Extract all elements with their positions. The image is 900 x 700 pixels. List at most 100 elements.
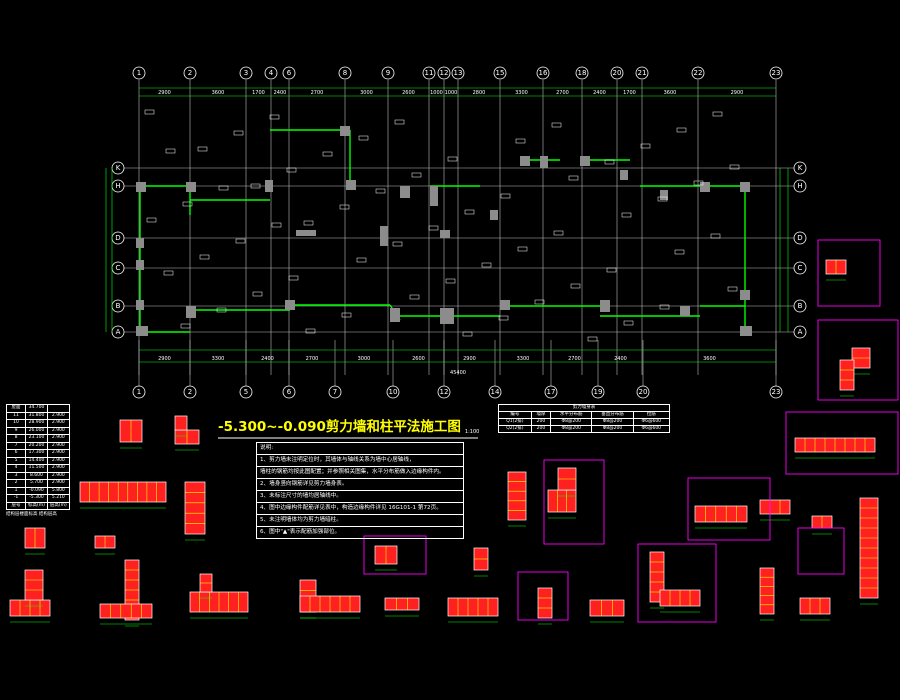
wall-label-tag xyxy=(303,220,314,226)
wall-label-tag xyxy=(411,172,422,178)
grid-label: B xyxy=(798,302,803,310)
level-cell: 2.900 xyxy=(46,464,70,473)
detail-frame xyxy=(543,459,605,545)
grid-bubble xyxy=(437,66,451,80)
level-cell: 28.900 xyxy=(25,419,48,428)
wall-label-tag xyxy=(144,109,155,115)
grid-label: C xyxy=(798,264,803,272)
dimension-text: 2900 xyxy=(158,356,171,362)
wall-column-block xyxy=(580,156,590,166)
wall-column-block xyxy=(136,238,144,248)
column-section xyxy=(174,415,188,431)
wall-label-tag xyxy=(163,270,174,276)
level-cell: 7 xyxy=(6,441,26,450)
wall-label-tag xyxy=(481,262,492,268)
grid-bubble xyxy=(793,299,807,313)
grid-bubble xyxy=(544,385,558,399)
wall-label-tag xyxy=(165,148,176,154)
wall-label-tag xyxy=(727,286,738,292)
wall-label-tag xyxy=(587,336,598,342)
wall-label-tag xyxy=(659,304,670,310)
wall-column-block xyxy=(660,190,668,200)
level-cell: -1 xyxy=(6,494,26,503)
wall-label-tag xyxy=(674,249,685,255)
level-cell: 11 xyxy=(6,411,26,420)
dimension-text: 3300 xyxy=(517,356,530,362)
grid-bubble xyxy=(183,385,197,399)
wall-column-block xyxy=(520,156,530,166)
grid-bubble xyxy=(451,66,465,80)
overall-dimension-text: 45400 xyxy=(450,370,466,376)
grid-bubble xyxy=(328,385,342,399)
wall-label-tag xyxy=(568,175,579,181)
wall-column-block xyxy=(620,170,628,180)
wall-table-header-cell: 编号 xyxy=(498,411,532,419)
wall-label-tag xyxy=(729,164,740,170)
detail-frame xyxy=(637,543,717,623)
grid-label: 7 xyxy=(333,388,337,396)
wall-label-tag xyxy=(216,307,227,313)
grid-label: 6 xyxy=(287,388,292,396)
dimension-text: 2400 xyxy=(614,356,627,362)
wall-column-block xyxy=(390,308,400,322)
grid-bubble xyxy=(769,385,783,399)
grid-label: 13 xyxy=(454,69,463,77)
dimension-text: 3300 xyxy=(212,356,225,362)
grid-label: 23 xyxy=(772,388,781,396)
wall-label-tag xyxy=(180,323,191,329)
column-section xyxy=(759,567,775,615)
wall-label-tag xyxy=(712,111,723,117)
grid-label: 6 xyxy=(287,69,292,77)
grid-label: 17 xyxy=(547,388,556,396)
wall-label-tag xyxy=(182,201,193,207)
level-cell: 31.800 xyxy=(25,411,48,420)
wall-label-tag xyxy=(640,143,651,149)
level-cell: 8 xyxy=(6,434,26,443)
grid-bubble xyxy=(338,66,352,80)
wall-label-tag xyxy=(623,320,634,326)
grid-label: 15 xyxy=(496,69,505,77)
grid-label: 2 xyxy=(188,69,192,77)
wall-label-tag xyxy=(464,209,475,215)
wall-label-tag xyxy=(305,328,316,334)
level-cell: 2.900 xyxy=(46,426,70,435)
wall-column-block xyxy=(430,186,438,206)
level-cell: 屋面 xyxy=(6,404,26,413)
wall-table-header-cell: 拉筋 xyxy=(632,411,671,419)
dimension-text: 2700 xyxy=(311,90,324,96)
wall-label-tag xyxy=(394,119,405,125)
wall-label-tag xyxy=(570,283,581,289)
wall-label-tag xyxy=(515,138,526,144)
drawing-title: -5.300~-0.090剪力墙和柱平法施工图 xyxy=(218,419,461,435)
level-cell: 4 xyxy=(6,464,26,473)
wall-label-tag xyxy=(447,156,458,162)
level-cell: 2.900 xyxy=(46,479,70,488)
level-cell: -0.090 xyxy=(25,486,48,495)
level-cell: 标高(m) xyxy=(25,501,48,510)
wall-label-tag xyxy=(286,167,297,173)
grid-bubble xyxy=(422,66,436,80)
wall-table-cell: Φ8@200 xyxy=(550,418,593,426)
wall-table-cell: Φ6@600 xyxy=(632,418,671,426)
level-cell: 5 xyxy=(6,456,26,465)
level-cell: 2.900 xyxy=(46,471,70,480)
level-cell: 8.600 xyxy=(25,471,48,480)
floor-level-caption: 结构层楼面标高 结构层高 xyxy=(6,512,57,517)
column-section xyxy=(384,597,420,611)
level-cell: 23.100 xyxy=(25,434,48,443)
grid-label: 22 xyxy=(694,69,703,77)
note-item: 3、未标注尺寸的墙均居轴线中。 xyxy=(257,491,463,503)
grid-bubble xyxy=(282,385,296,399)
column-section xyxy=(507,471,527,521)
grid-label: 20 xyxy=(613,69,622,77)
level-cell: 17.300 xyxy=(25,449,48,458)
grid-label: C xyxy=(116,264,121,272)
